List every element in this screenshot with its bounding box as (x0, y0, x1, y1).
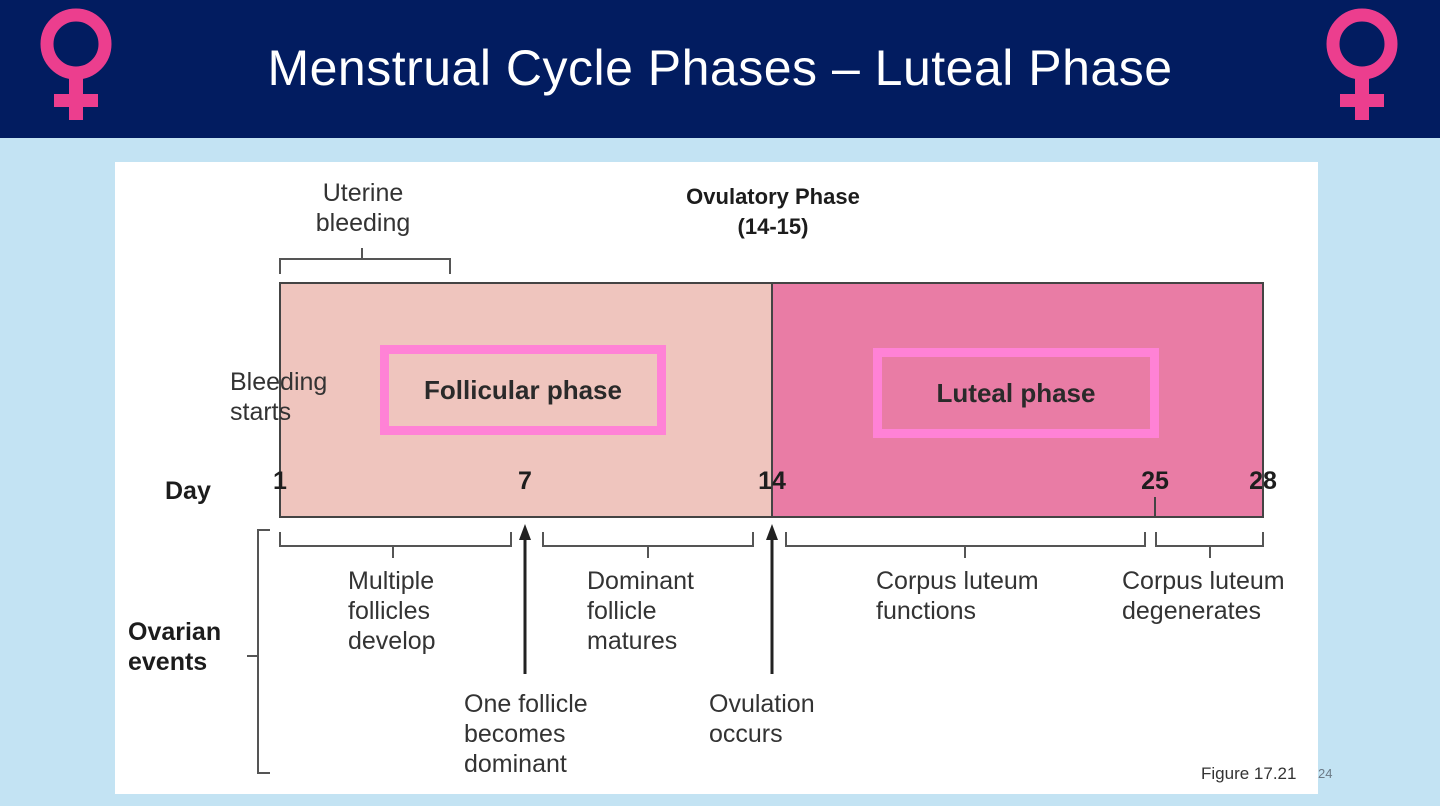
slide-number: 24 (1318, 766, 1333, 781)
female-symbol-icon (1326, 8, 1398, 120)
multiple-follicles-label: Multiple follicles develop (348, 567, 436, 655)
bracket-dominant-follicle (542, 532, 754, 558)
uterine-bleeding-bracket (279, 248, 451, 274)
day-14: 14 (758, 467, 786, 495)
slide-title: Menstrual Cycle Phases – Luteal Phase (267, 40, 1173, 96)
bracket-multiple-follicles (279, 532, 512, 558)
corpus-functions-label: Corpus luteum functions (876, 567, 1039, 625)
corpus-degenerates-label: Corpus luteum degenerates (1122, 567, 1285, 625)
ovarian-events-label: Ovarian events (128, 618, 222, 676)
figure-label: Figure 17.21 (1201, 764, 1297, 783)
dominant-follicle-label: Dominant follicle matures (587, 567, 694, 655)
uterine-bleeding-label: Uterine bleeding (315, 179, 411, 237)
follicular-bar (279, 282, 773, 518)
bracket-corpus-functions (785, 532, 1146, 558)
ovulation-arrow-head (766, 524, 778, 540)
figure-panel: Uterine bleeding Ovulatory Phase (14-15)… (115, 162, 1318, 794)
day-25: 25 (1141, 467, 1169, 495)
dominant-arrow-head (519, 524, 531, 540)
ovarian-events-bracket (247, 529, 270, 774)
one-follicle-label: One follicle becomes dominant (464, 690, 588, 778)
follicular-phase-box: Follicular phase (380, 345, 666, 435)
ovulatory-phase-label: Ovulatory Phase (14-15) (686, 184, 860, 239)
female-symbol-icon (40, 8, 112, 120)
bleeding-starts-label: Bleeding starts (230, 368, 328, 426)
bracket-corpus-degenerates (1155, 532, 1264, 558)
day-28: 28 (1249, 467, 1277, 495)
slide-header: Menstrual Cycle Phases – Luteal Phase (0, 0, 1440, 138)
luteal-phase-box: Luteal phase (873, 348, 1159, 438)
cycle-diagram (247, 248, 1264, 774)
day-1: 1 (273, 467, 287, 495)
day-label: Day (165, 477, 211, 505)
luteal-bar (771, 282, 1264, 518)
day-7: 7 (518, 467, 532, 495)
ovulation-occurs-label: Ovulation occurs (709, 690, 815, 748)
